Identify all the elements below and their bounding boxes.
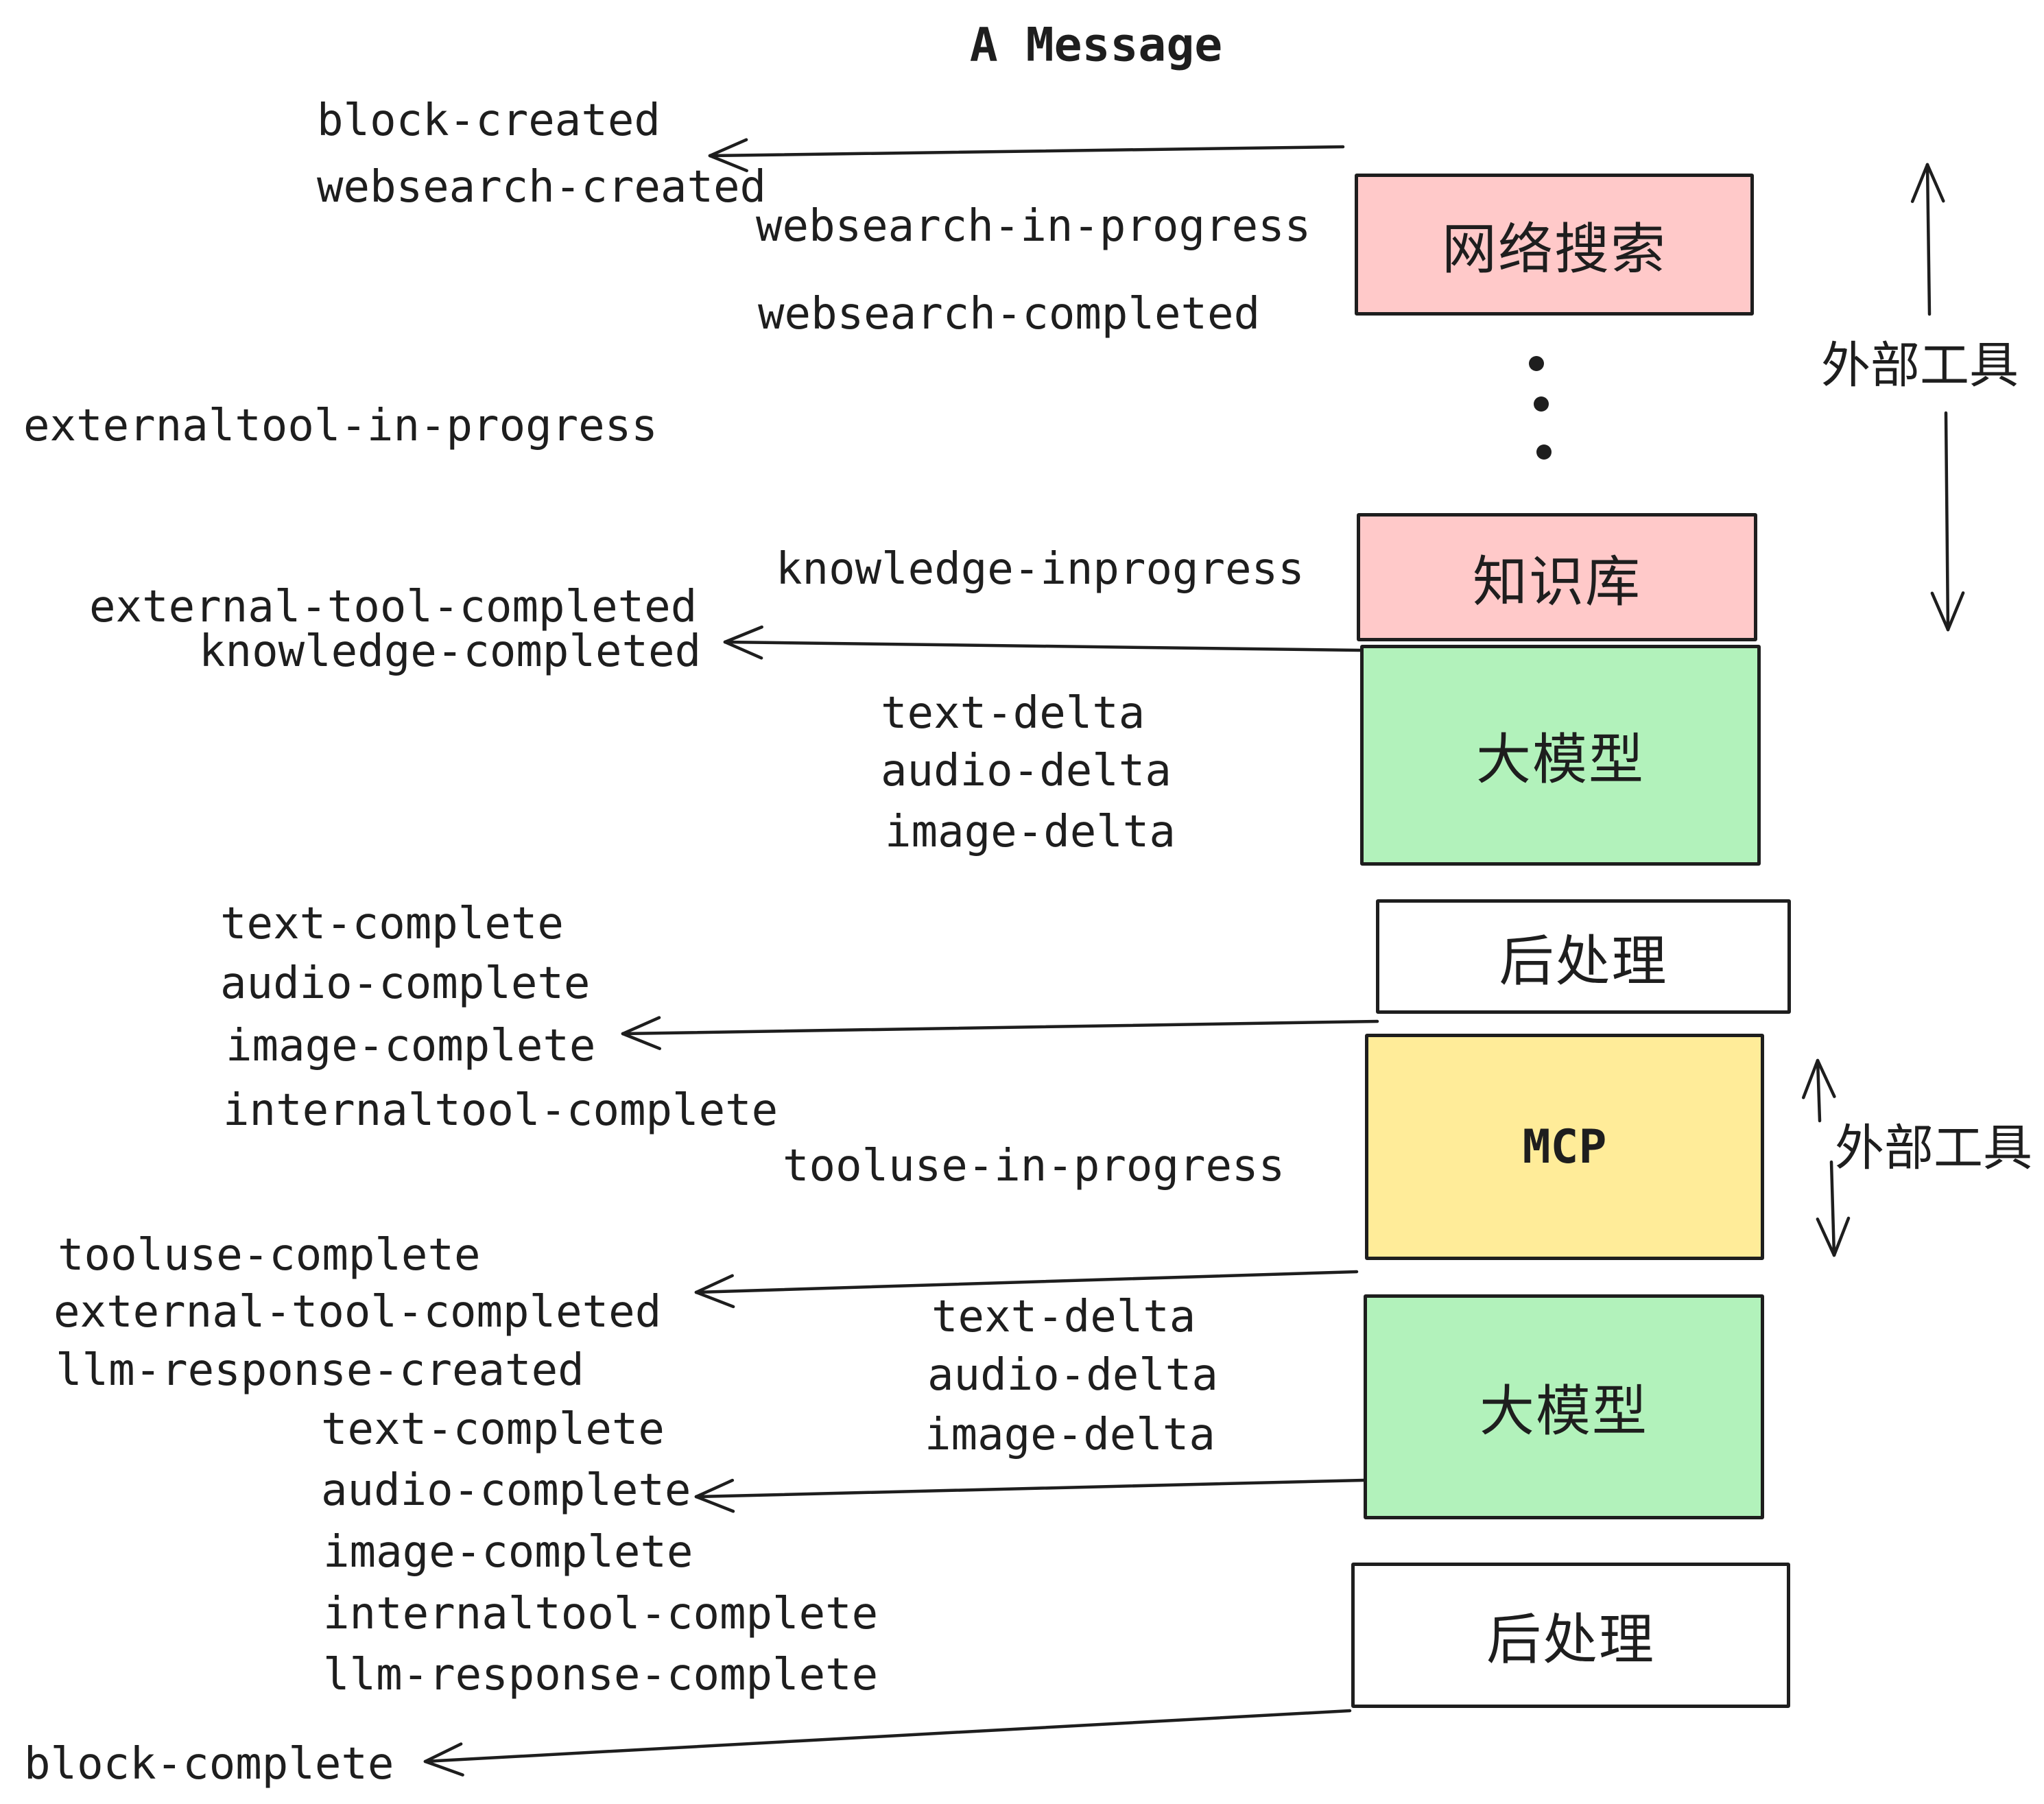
label-externaltool-in-progress: externaltool-in-progress bbox=[23, 401, 658, 451]
box-llm-1: 大模型 bbox=[1360, 645, 1761, 866]
label-llm-response-complete: llm-response-complete bbox=[323, 1650, 879, 1700]
box-llm-2-label: 大模型 bbox=[1479, 1379, 1648, 1443]
ellipsis-dot-2 bbox=[1534, 396, 1549, 412]
box-llm-1-label: 大模型 bbox=[1476, 728, 1645, 792]
label-external-tool-completed-2: external-tool-completed bbox=[54, 1287, 662, 1338]
arrow-knowledge-completed bbox=[723, 625, 1362, 660]
label-image-delta-2: image-delta bbox=[925, 1410, 1215, 1460]
label-image-delta-1: image-delta bbox=[885, 807, 1176, 857]
label-image-complete-1: image-complete bbox=[226, 1021, 596, 1071]
label-websearch-created: websearch-created bbox=[317, 162, 767, 213]
box-knowledge-base: 知识库 bbox=[1357, 513, 1757, 641]
label-external-tool-completed-1: external-tool-completed bbox=[89, 582, 698, 632]
label-tooluse-complete: tooluse-complete bbox=[58, 1230, 481, 1281]
label-audio-delta-2: audio-delta bbox=[927, 1350, 1218, 1401]
arrow-external-tools-1-down bbox=[1930, 411, 1965, 632]
label-llm-response-created: llm-response-created bbox=[56, 1345, 584, 1396]
box-websearch: 网络搜索 bbox=[1355, 174, 1754, 316]
arrow-websearch-created bbox=[708, 138, 1345, 173]
box-postprocess-2-label: 后处理 bbox=[1486, 1608, 1655, 1672]
label-image-complete-2: image-complete bbox=[323, 1527, 693, 1578]
page-title: A Message bbox=[969, 18, 1223, 73]
label-external-tools-1: 外部工具 bbox=[1821, 336, 2019, 394]
label-knowledge-inprogress: knowledge-inprogress bbox=[776, 544, 1305, 595]
box-postprocess-1: 后处理 bbox=[1376, 899, 1791, 1014]
label-text-delta-1: text-delta bbox=[881, 688, 1145, 739]
arrow-image-complete-1 bbox=[621, 1016, 1379, 1050]
box-knowledge-base-label: 知识库 bbox=[1473, 549, 1641, 614]
arrow-block-complete bbox=[423, 1709, 1352, 1777]
arrow-external-tools-2-up bbox=[1801, 1058, 1836, 1123]
label-internaltool-complete-1: internaltool-complete bbox=[223, 1085, 779, 1136]
label-block-created: block-created bbox=[317, 95, 661, 146]
label-tooluse-in-progress: tooluse-in-progress bbox=[783, 1141, 1285, 1191]
box-postprocess-1-label: 后处理 bbox=[1499, 929, 1668, 993]
arrow-audio-complete-2 bbox=[694, 1478, 1366, 1513]
label-audio-complete-2: audio-complete bbox=[321, 1465, 691, 1516]
label-websearch-in-progress: websearch-in-progress bbox=[756, 201, 1311, 252]
box-mcp: MCP bbox=[1365, 1034, 1764, 1260]
label-text-complete-2: text-complete bbox=[321, 1404, 665, 1455]
box-mcp-label: MCP bbox=[1522, 1119, 1607, 1174]
label-audio-delta-1: audio-delta bbox=[881, 746, 1172, 796]
box-llm-2: 大模型 bbox=[1364, 1294, 1764, 1519]
label-knowledge-completed: knowledge-completed bbox=[199, 626, 702, 677]
ellipsis-dot-3 bbox=[1536, 444, 1552, 460]
label-block-complete: block-complete bbox=[24, 1739, 394, 1790]
label-internaltool-complete-2: internaltool-complete bbox=[323, 1589, 879, 1639]
ellipsis-dot-1 bbox=[1529, 356, 1544, 371]
box-postprocess-2: 后处理 bbox=[1351, 1563, 1790, 1708]
label-websearch-completed: websearch-completed bbox=[758, 289, 1261, 340]
arrow-external-tools-1-up bbox=[1910, 163, 1945, 316]
label-external-tools-2: 外部工具 bbox=[1835, 1119, 2033, 1177]
label-text-complete-1: text-complete bbox=[220, 899, 564, 949]
label-text-delta-2: text-delta bbox=[931, 1292, 1196, 1342]
label-audio-complete-1: audio-complete bbox=[220, 958, 591, 1009]
box-websearch-label: 网络搜索 bbox=[1442, 217, 1667, 281]
